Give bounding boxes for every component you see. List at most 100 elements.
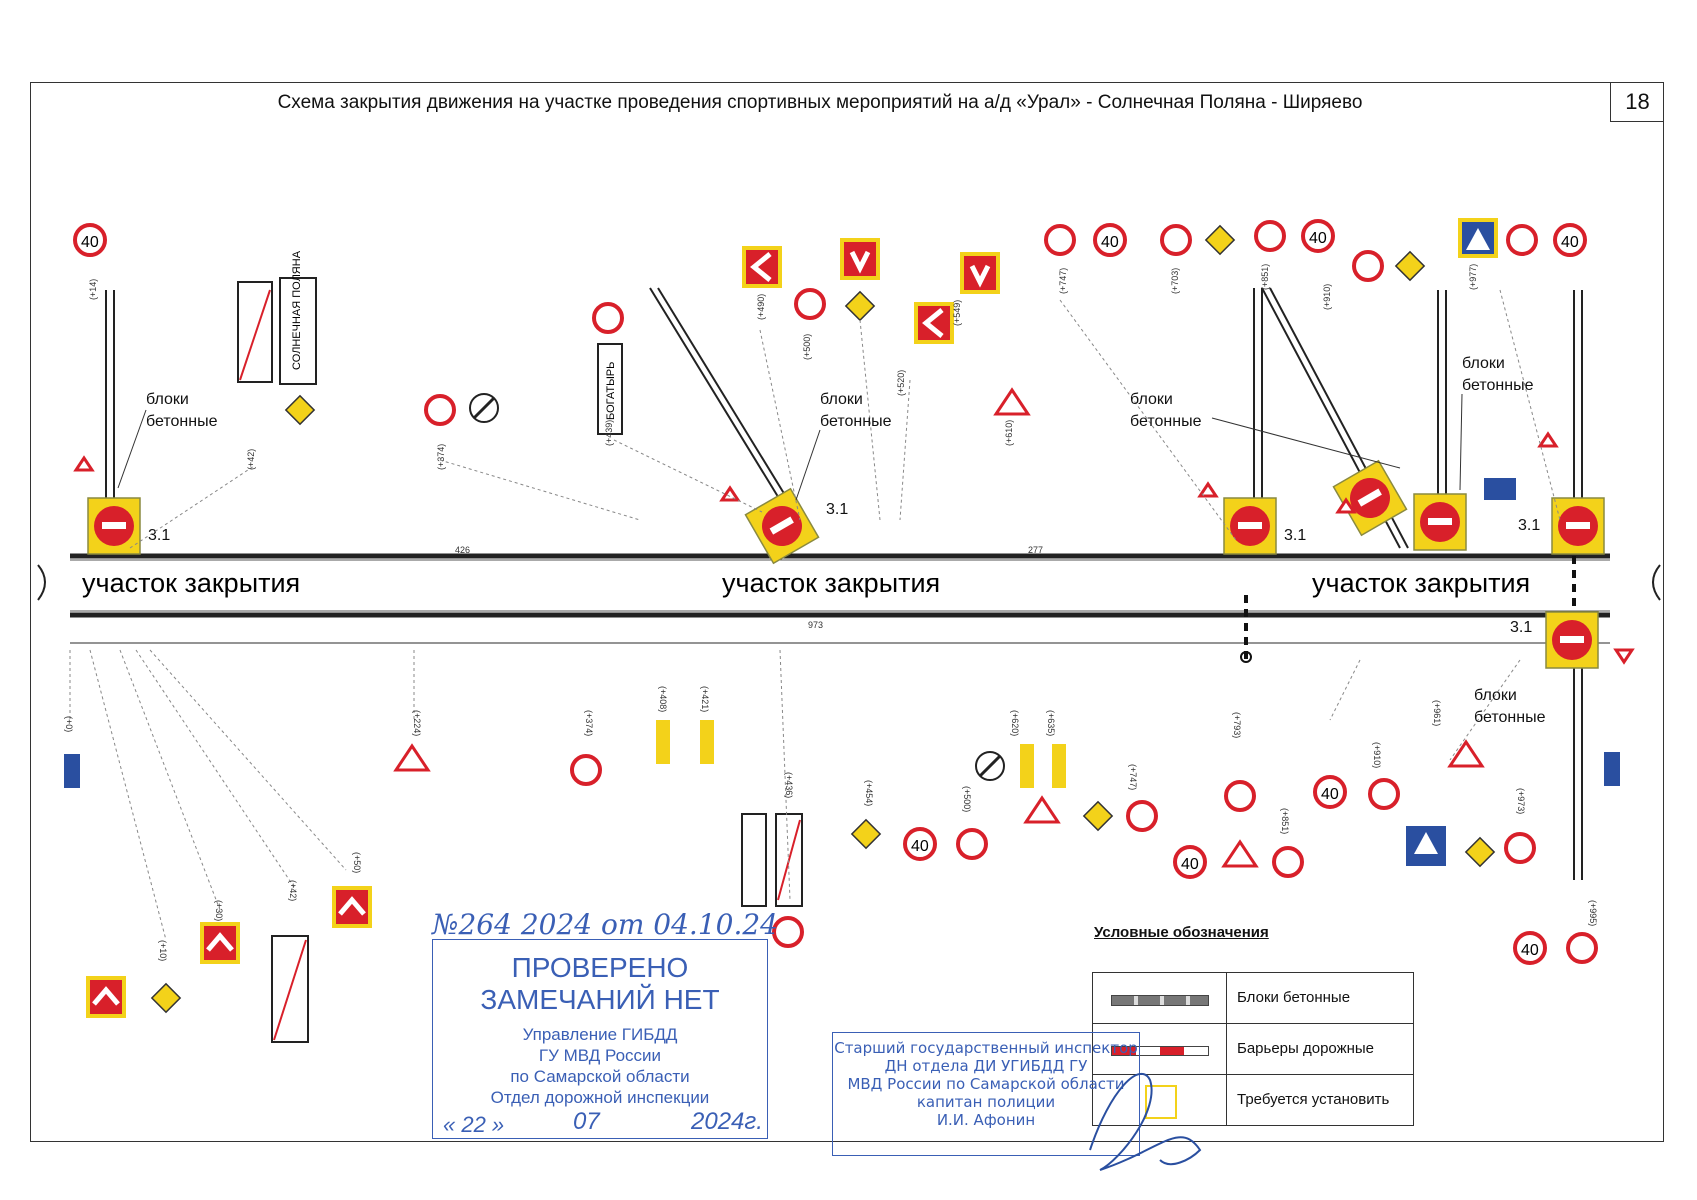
speed-limit-sign: 40 xyxy=(1513,931,1547,965)
svg-text:40: 40 xyxy=(1181,856,1199,873)
chevron-board xyxy=(914,302,954,344)
no-overtaking-icon xyxy=(1254,220,1286,252)
pk-mark: (+42) xyxy=(246,449,256,470)
children-icon xyxy=(1221,839,1259,868)
note-blocks: блоки xyxy=(1130,391,1173,408)
pk-mark: (+910) xyxy=(1372,742,1382,768)
distance-label: 277 xyxy=(1028,545,1043,555)
pk-mark: (+610) xyxy=(1004,420,1014,446)
zone-label: участок закрытия xyxy=(1312,568,1530,598)
closure-sign xyxy=(1332,459,1408,537)
priority-road-icon xyxy=(1464,836,1496,868)
speed-limit-sign: 40 xyxy=(1301,219,1335,253)
sign-code: 3.1 xyxy=(826,501,848,518)
legend-row-barriers: Барьеры дорожные xyxy=(1093,1024,1413,1075)
children-icon xyxy=(1447,739,1485,768)
stamp-date-year: 2024г. xyxy=(691,1108,763,1135)
distance-label: 973 xyxy=(808,620,823,630)
priority-road-icon xyxy=(1082,800,1114,832)
pk-mark: (+14) xyxy=(88,279,98,300)
dangerous-turn-icon xyxy=(993,387,1031,416)
pedestrian-crossing-signs xyxy=(64,218,1620,866)
no-overtaking-icon xyxy=(956,828,988,860)
closure-sign xyxy=(744,487,820,565)
pk-mark: (+500) xyxy=(802,334,812,360)
yield-icon xyxy=(1537,431,1559,448)
warning-triangles xyxy=(73,387,1635,868)
chevron-board xyxy=(840,238,880,280)
svg-text:40: 40 xyxy=(81,234,99,251)
chevron-board xyxy=(960,252,1000,294)
no-entry-bar xyxy=(1238,522,1262,529)
pk-mark: (+520) xyxy=(896,370,906,396)
priority-road-icon xyxy=(284,394,316,426)
pk-mark: (+995) xyxy=(1588,900,1598,926)
dangerous-turn-icon xyxy=(1023,795,1061,824)
pk-mark: (+851) xyxy=(1280,808,1290,834)
no-overtaking-icon xyxy=(1352,250,1384,282)
no-overtaking-icon xyxy=(592,302,624,334)
speed-limit-sign: 40 xyxy=(1553,223,1587,257)
page-title: Схема закрытия движения на участке прове… xyxy=(277,92,1363,113)
leader-lines xyxy=(69,289,1561,941)
priority-road-icon xyxy=(1394,250,1426,282)
pk-marks-upper: (+14) (+42) (+374) (+439) (+490) (+500) … xyxy=(88,264,1478,470)
note-blocks: бетонные xyxy=(820,413,892,430)
pk-mark: (+374) xyxy=(436,444,446,470)
chevron-boards xyxy=(86,238,1066,1018)
svg-text:40: 40 xyxy=(1321,786,1339,803)
no-overtaking-icon xyxy=(1224,780,1256,812)
chevron-board-vertical xyxy=(656,720,1066,788)
information-sign-icon xyxy=(1484,478,1516,500)
priority-road-icon xyxy=(844,290,876,322)
chevron-board xyxy=(86,976,126,1018)
note-blocks: бетонные xyxy=(1130,413,1202,430)
pk-mark: (+224) xyxy=(412,710,422,736)
no-entry-bar xyxy=(1428,518,1452,525)
pk-mark: (+30) xyxy=(214,900,224,921)
no-overtaking-icon xyxy=(570,754,602,786)
pk-mark: (+374) xyxy=(584,710,594,736)
speed-limit-sign: 40 xyxy=(903,827,937,861)
road xyxy=(37,287,1661,880)
settlement-name: СОЛНЕЧНАЯ ПОЛЯНА xyxy=(291,250,303,370)
zone-label: участок закрытия xyxy=(82,568,300,598)
settlement-board xyxy=(279,277,317,385)
pk-mark: (+851) xyxy=(1260,264,1270,290)
pk-mark: (+490) xyxy=(756,294,766,320)
pk-mark: (+439) xyxy=(604,420,614,446)
note-blocks: бетонные xyxy=(1462,377,1534,394)
no-overtaking-icon xyxy=(1160,224,1192,256)
pk-mark: (+500) xyxy=(962,786,972,812)
settlement-board xyxy=(597,343,623,435)
closure-sign-group: 3.1 3.1 3.1 3.1 3.1 xyxy=(87,459,1605,669)
yield-icon xyxy=(1197,481,1219,498)
settlement-boards: СОЛНЕЧНАЯ ПОЛЯНА БОГАТЫРЬ xyxy=(237,250,803,1043)
sign-code: 3.1 xyxy=(1510,619,1532,636)
pk-mark: (+793) xyxy=(1232,712,1242,738)
stamp-handwritten-number: №264 2024 от 04.10.24 xyxy=(432,908,778,941)
no-overtaking-icon xyxy=(1504,832,1536,864)
speed-limit-signs: 40 40 40 40 40 40 40 40 xyxy=(73,219,1587,965)
pk-mark: (+454) xyxy=(864,780,874,806)
pk-mark: (+635) xyxy=(1046,710,1056,736)
note-blocks: блоки xyxy=(1462,355,1505,372)
stamp-line: ЗАМЕЧАНИЙ НЕТ xyxy=(480,984,720,1015)
legend-row-required: Требуется установить xyxy=(1093,1075,1413,1126)
pk-mark: (+421) xyxy=(700,686,710,712)
zone-label: участок закрытия xyxy=(722,568,940,598)
yield-icon xyxy=(1335,497,1357,514)
pk-mark: (+703) xyxy=(1170,268,1180,294)
pk-mark: (+0) xyxy=(64,716,74,732)
no-entry-bar xyxy=(1560,636,1584,643)
drawing-frame xyxy=(30,82,1664,1142)
road-break-right xyxy=(1652,564,1661,601)
blocks-notes: блоки бетонные блоки бетонные блоки бето… xyxy=(117,355,1546,726)
svg-text:40: 40 xyxy=(1309,230,1327,247)
pk-mark: (+977) xyxy=(1468,264,1478,290)
stamp-date-day: « 22 » xyxy=(443,1112,505,1137)
no-entry-bar xyxy=(769,516,794,535)
note-blocks: блоки xyxy=(146,391,189,408)
legend-symbol xyxy=(1093,1024,1227,1074)
